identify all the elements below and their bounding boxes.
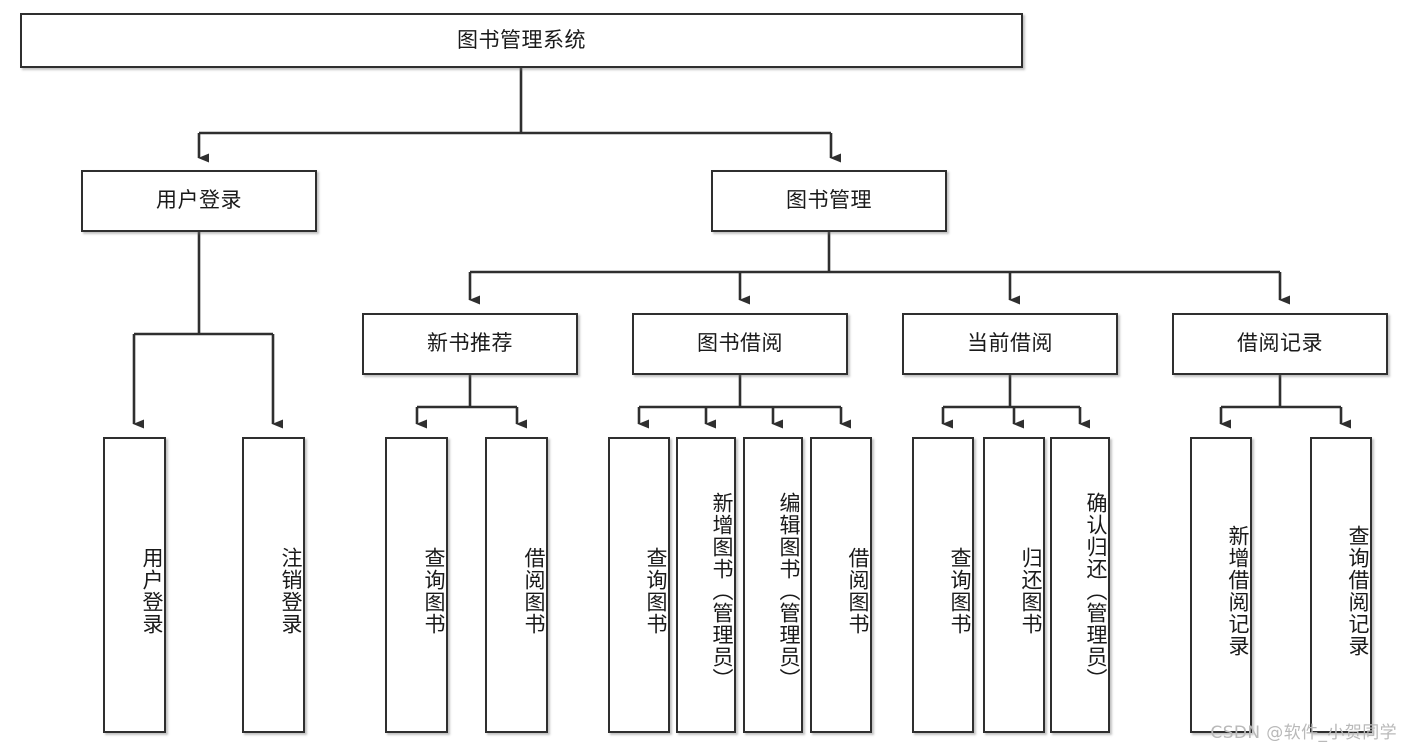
node-level3-label: 新书推荐 [427, 331, 513, 356]
node-level2-0[interactable]: 用户登录 [81, 170, 317, 232]
node-leaf-12[interactable]: 查询借阅记录 [1310, 437, 1372, 733]
node-level3-0[interactable]: 新书推荐 [362, 313, 578, 375]
node-leaf-1[interactable]: 注销登录 [242, 437, 305, 733]
node-leaf-label: 归还图书 [1019, 547, 1043, 635]
node-leaf-label: 新增借阅记录 [1226, 525, 1250, 657]
node-level3-2[interactable]: 当前借阅 [902, 313, 1118, 375]
node-leaf-6[interactable]: 编辑图书（管理员） [743, 437, 803, 733]
node-leaf-10[interactable]: 确认归还（管理员） [1050, 437, 1110, 733]
node-leaf-label: 查询图书 [948, 547, 972, 635]
node-level2-label: 用户登录 [156, 188, 242, 213]
node-leaf-label: 新增图书（管理员） [710, 492, 734, 690]
node-leaf-label: 查询借阅记录 [1346, 525, 1370, 657]
node-level3-label: 借阅记录 [1237, 331, 1323, 356]
node-leaf-0[interactable]: 用户登录 [103, 437, 166, 733]
node-root-label: 图书管理系统 [457, 27, 586, 52]
node-leaf-label: 借阅图书 [846, 547, 870, 635]
node-leaf-3[interactable]: 借阅图书 [485, 437, 548, 733]
node-leaf-label: 确认归还（管理员） [1084, 492, 1108, 690]
node-level3-label: 图书借阅 [697, 331, 783, 356]
node-leaf-5[interactable]: 新增图书（管理员） [676, 437, 736, 733]
node-leaf-11[interactable]: 新增借阅记录 [1190, 437, 1252, 733]
node-leaf-9[interactable]: 归还图书 [983, 437, 1045, 733]
node-leaf-8[interactable]: 查询图书 [912, 437, 974, 733]
node-leaf-4[interactable]: 查询图书 [608, 437, 670, 733]
node-leaf-label: 借阅图书 [522, 547, 546, 635]
node-level2-label: 图书管理 [786, 188, 872, 213]
node-leaf-label: 编辑图书（管理员） [777, 492, 801, 690]
node-level2-1[interactable]: 图书管理 [711, 170, 947, 232]
node-root[interactable]: 图书管理系统 [20, 13, 1023, 68]
node-level3-label: 当前借阅 [967, 331, 1053, 356]
node-leaf-label: 查询图书 [644, 547, 668, 635]
node-level3-3[interactable]: 借阅记录 [1172, 313, 1388, 375]
node-leaf-label: 注销登录 [279, 547, 303, 635]
node-level3-1[interactable]: 图书借阅 [632, 313, 848, 375]
node-leaf-2[interactable]: 查询图书 [385, 437, 448, 733]
node-leaf-7[interactable]: 借阅图书 [810, 437, 872, 733]
node-leaf-label: 查询图书 [422, 547, 446, 635]
node-leaf-label: 用户登录 [140, 547, 164, 635]
